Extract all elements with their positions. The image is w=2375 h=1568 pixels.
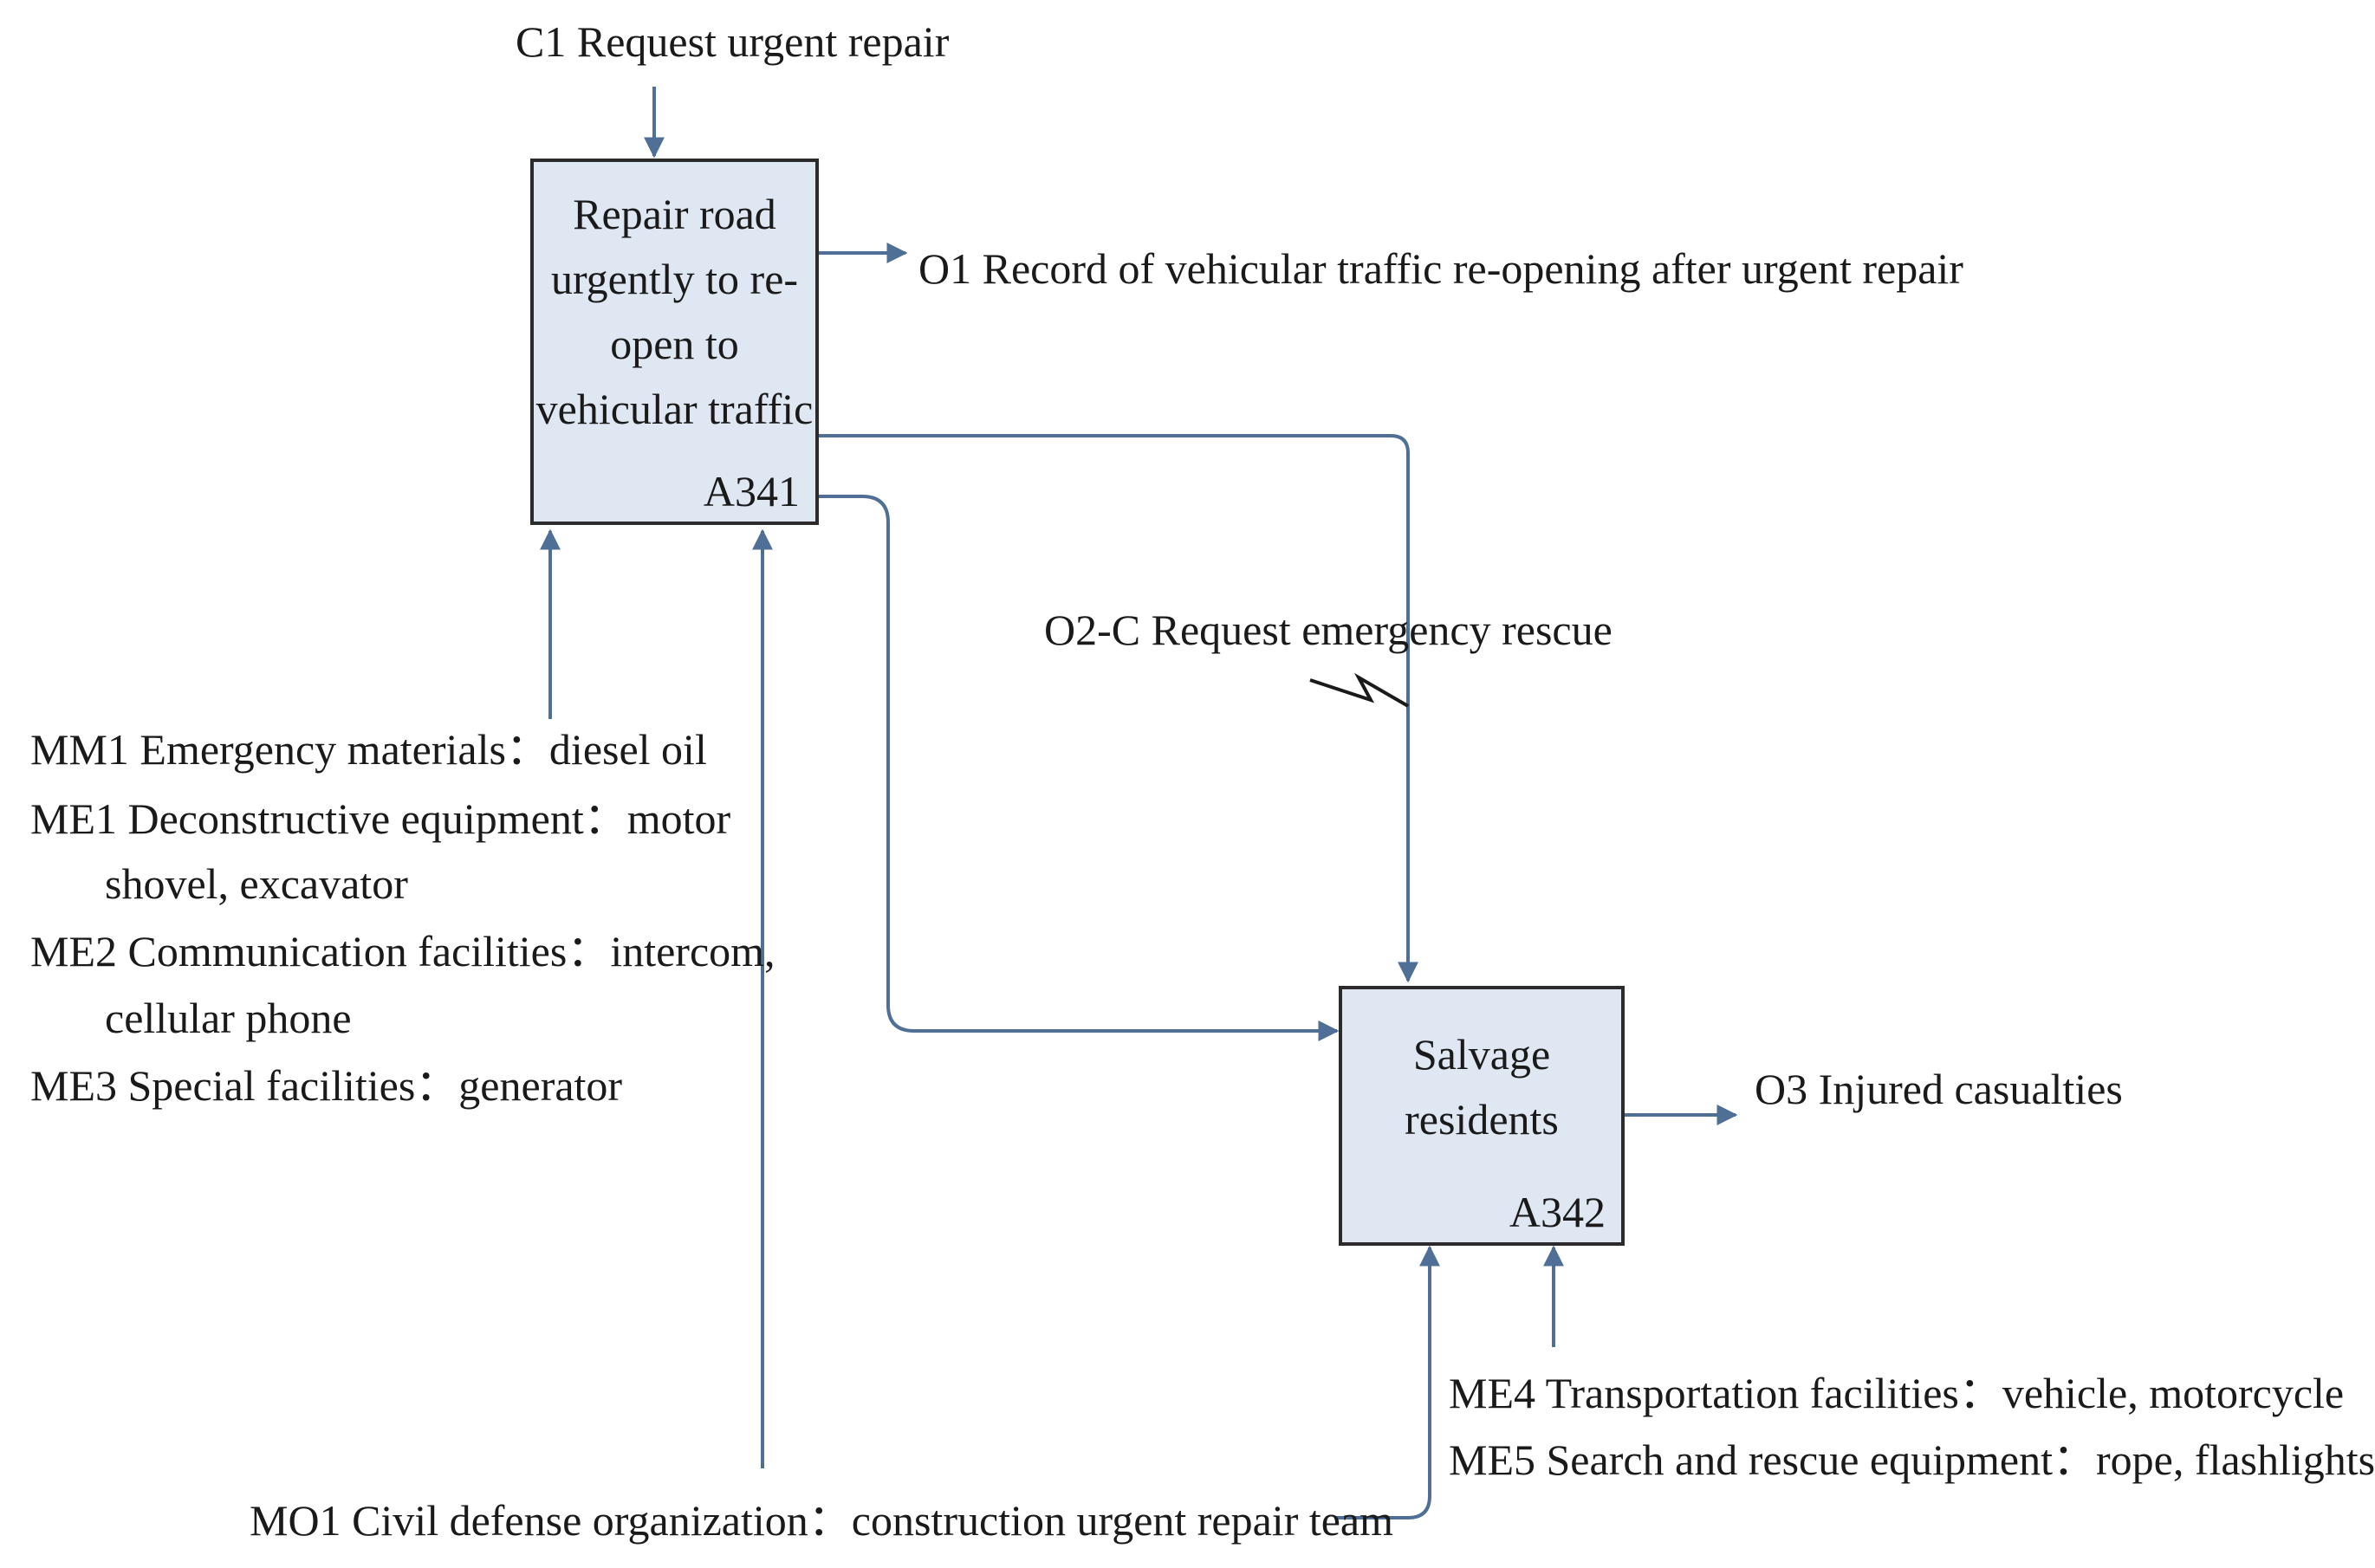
control-label-c1: C1 Request urgent repair <box>516 17 950 66</box>
mechanism-me1-cont: shovel, excavator <box>105 859 408 908</box>
mechanism-me5: ME5 Search and rescue equipment：rope, fl… <box>1449 1435 2375 1484</box>
activity-title-a342: Salvage residents <box>1405 1030 1559 1144</box>
activity-box-a342: Salvage residents A342 <box>1339 986 1625 1246</box>
activity-id-a341: A341 <box>703 467 800 515</box>
activity-id-a342: A342 <box>1509 1188 1606 1236</box>
o2c-squiggle <box>1309 672 1410 708</box>
mechanism-me2-cont: cellular phone <box>105 994 352 1042</box>
mechanism-me1: ME1 Deconstructive equipment：motor <box>30 794 731 843</box>
mechanism-me3: ME3 Special facilities：generator <box>30 1061 623 1110</box>
output-label-o1: O1 Record of vehicular traffic re-openin… <box>918 244 1963 293</box>
activity-box-a341: Repair road urgently to re- open to vehi… <box>530 159 819 525</box>
mechanism-mo1: MO1 Civil defense organization：construct… <box>250 1496 1394 1545</box>
o2c-arrow <box>819 434 1418 983</box>
mechanism-me2: ME2 Communication facilities：intercom, <box>30 927 775 975</box>
output-label-o3: O3 Injured casualties <box>1755 1065 2123 1113</box>
mechanism-me4: ME4 Transportation facilities：vehicle, m… <box>1449 1369 2345 1417</box>
mo1-a342-arrow <box>1334 1245 1440 1519</box>
control-label-o2c: O2-C Request emergency rescue <box>1044 606 1613 654</box>
mechanism-mm1: MM1 Emergency materials：diesel oil <box>30 725 707 774</box>
activity-title-a341: Repair road urgently to re- open to vehi… <box>535 190 814 433</box>
a341-to-a342-arrow <box>819 495 1340 1041</box>
